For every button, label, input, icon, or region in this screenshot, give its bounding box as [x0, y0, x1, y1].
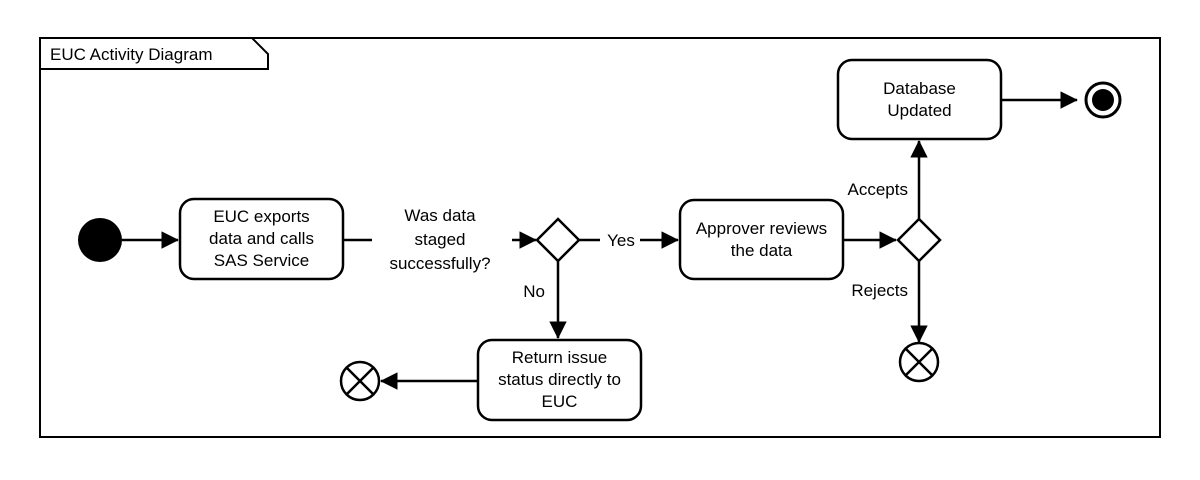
activity-final-node-core [1092, 89, 1114, 111]
diagram-frame-border [39, 37, 1161, 438]
diagram-frame-tab [39, 37, 269, 70]
action-euc-export-line3: SAS Service [214, 251, 309, 270]
edge-label-staged-question-line2: staged [414, 230, 465, 249]
decision-node-staged[interactable] [535, 217, 581, 263]
action-return-issue-line3: EUC [542, 392, 578, 411]
action-return-issue-line1: Return issue [512, 348, 607, 367]
edge-label-backdrop [372, 203, 512, 279]
guard-label-rejects: Rejects [851, 281, 908, 300]
flow-final-node-left-cross-b [345, 366, 375, 396]
action-return-issue-line2: status directly to [498, 370, 621, 389]
guard-yes-backdrop [600, 228, 640, 252]
action-database-updated[interactable] [836, 58, 1003, 141]
guard-label-yes: Yes [607, 231, 635, 250]
action-euc-export-line2: data and calls [209, 229, 314, 248]
edge-label-staged-question-line3: successfully? [389, 254, 490, 273]
action-database-updated-line1: Database [883, 79, 956, 98]
action-approver-review-line2: the data [731, 241, 793, 260]
guard-label-no: No [523, 282, 545, 301]
diagram-frame-label: EUC Activity Diagram [50, 45, 212, 64]
guard-label-accepts: Accepts [848, 180, 908, 199]
action-database-updated-line2: Updated [887, 101, 951, 120]
action-approver-review[interactable] [678, 198, 845, 281]
initial-node[interactable] [78, 218, 122, 262]
action-approver-review-line1: Approver reviews [696, 219, 827, 238]
action-euc-export-line1: EUC exports [213, 207, 309, 226]
edge-label-staged-question-line1: Was data [404, 206, 476, 225]
flow-final-node-right-cross-b [904, 347, 934, 377]
decision-node-approval[interactable] [896, 217, 942, 263]
